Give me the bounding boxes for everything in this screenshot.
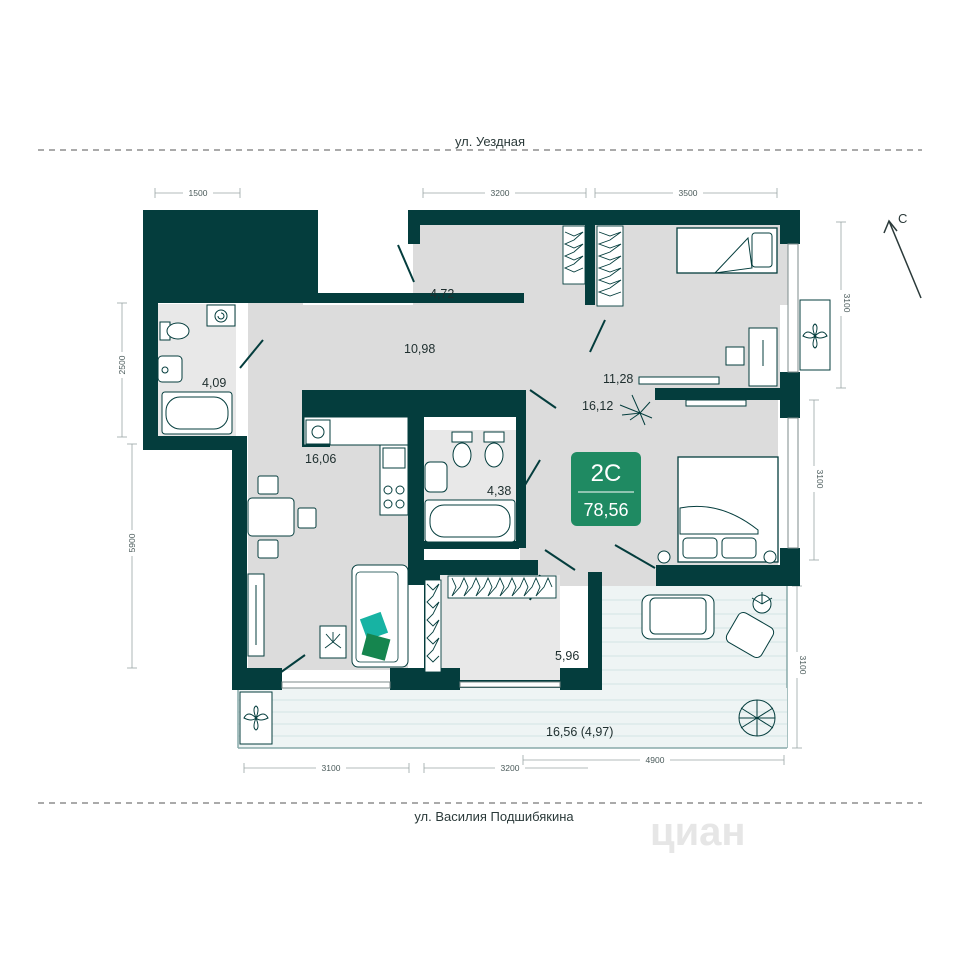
dimension-right-2-label: 3100 bbox=[815, 470, 825, 489]
dimension-bottom-3: 4900 bbox=[522, 754, 785, 765]
dimension-top-1: 1500 bbox=[154, 187, 241, 198]
dimension-bottom-2-label: 3200 bbox=[501, 763, 520, 773]
dimension-bottom-3-label: 4900 bbox=[646, 755, 665, 765]
room-area-bathroom-small: 4,09 bbox=[202, 376, 226, 390]
dimension-right-3: 3100 bbox=[791, 585, 808, 749]
kitchen-fixtures bbox=[303, 416, 409, 516]
room-area-kitchen-living: 16,06 bbox=[305, 452, 336, 466]
room-area-vestibule: 4,72 bbox=[430, 287, 454, 301]
large-bathroom-fixtures bbox=[424, 431, 516, 543]
dining-table bbox=[247, 475, 317, 559]
dimension-left-2: 5900 bbox=[126, 443, 138, 669]
room-area-balcony: 16,56 (4,97) bbox=[546, 725, 613, 739]
room-area-bedroom-small: 11,28 bbox=[603, 372, 633, 386]
dimension-left-1: 2500 bbox=[116, 302, 128, 438]
room-area-bathroom-large: 4,38 bbox=[487, 484, 511, 498]
dimension-bottom-1-label: 3100 bbox=[322, 763, 341, 773]
plant-icon bbox=[319, 625, 347, 659]
compass-label: С bbox=[898, 211, 907, 226]
watermark: циан bbox=[650, 810, 746, 854]
dimension-right-3-label: 3100 bbox=[798, 656, 808, 675]
tv-unit bbox=[247, 573, 265, 657]
desk bbox=[638, 327, 778, 387]
dimension-right-2: 3100 bbox=[808, 399, 825, 561]
apartment-badge: 2С 78,56 bbox=[571, 452, 641, 526]
dimension-right-1-label: 3100 bbox=[842, 294, 852, 313]
dimension-left-1-label: 2500 bbox=[117, 355, 127, 374]
windows bbox=[281, 243, 799, 689]
room-area-wardrobe: 5,96 bbox=[555, 649, 579, 663]
sofa bbox=[351, 564, 409, 668]
wardrobe-rails bbox=[424, 225, 624, 673]
dimension-left-2-label: 5900 bbox=[127, 533, 137, 552]
dimension-bottom-1: 3100 bbox=[243, 762, 410, 773]
plant-icon bbox=[619, 394, 653, 426]
apartment-type: 2С bbox=[591, 460, 622, 487]
balcony-bottom bbox=[237, 688, 787, 749]
double-bed bbox=[657, 399, 779, 564]
dimension-bottom-2: 3200 bbox=[423, 762, 588, 773]
street-north-label: ул. Уездная bbox=[455, 134, 525, 149]
street-south-label: ул. Василия Подшибякина bbox=[414, 809, 574, 824]
single-bed bbox=[676, 227, 778, 274]
dimension-top-1-label: 1500 bbox=[189, 188, 208, 198]
apartment-total-area: 78,56 bbox=[583, 500, 628, 520]
dimension-top-2: 3200 bbox=[422, 187, 587, 198]
small-bathroom-fixtures bbox=[157, 304, 236, 435]
dimension-top-3-label: 3500 bbox=[679, 188, 698, 198]
balcony-furniture bbox=[239, 299, 831, 745]
dimension-top-2-label: 3200 bbox=[491, 188, 510, 198]
dimension-right-1: 3100 bbox=[835, 221, 852, 389]
room-area-hall: 10,98 bbox=[404, 342, 435, 356]
dimension-top-3: 3500 bbox=[594, 187, 778, 198]
room-area-corridor: 16,12 bbox=[582, 399, 613, 413]
compass-north-arrow-icon bbox=[883, 219, 922, 299]
